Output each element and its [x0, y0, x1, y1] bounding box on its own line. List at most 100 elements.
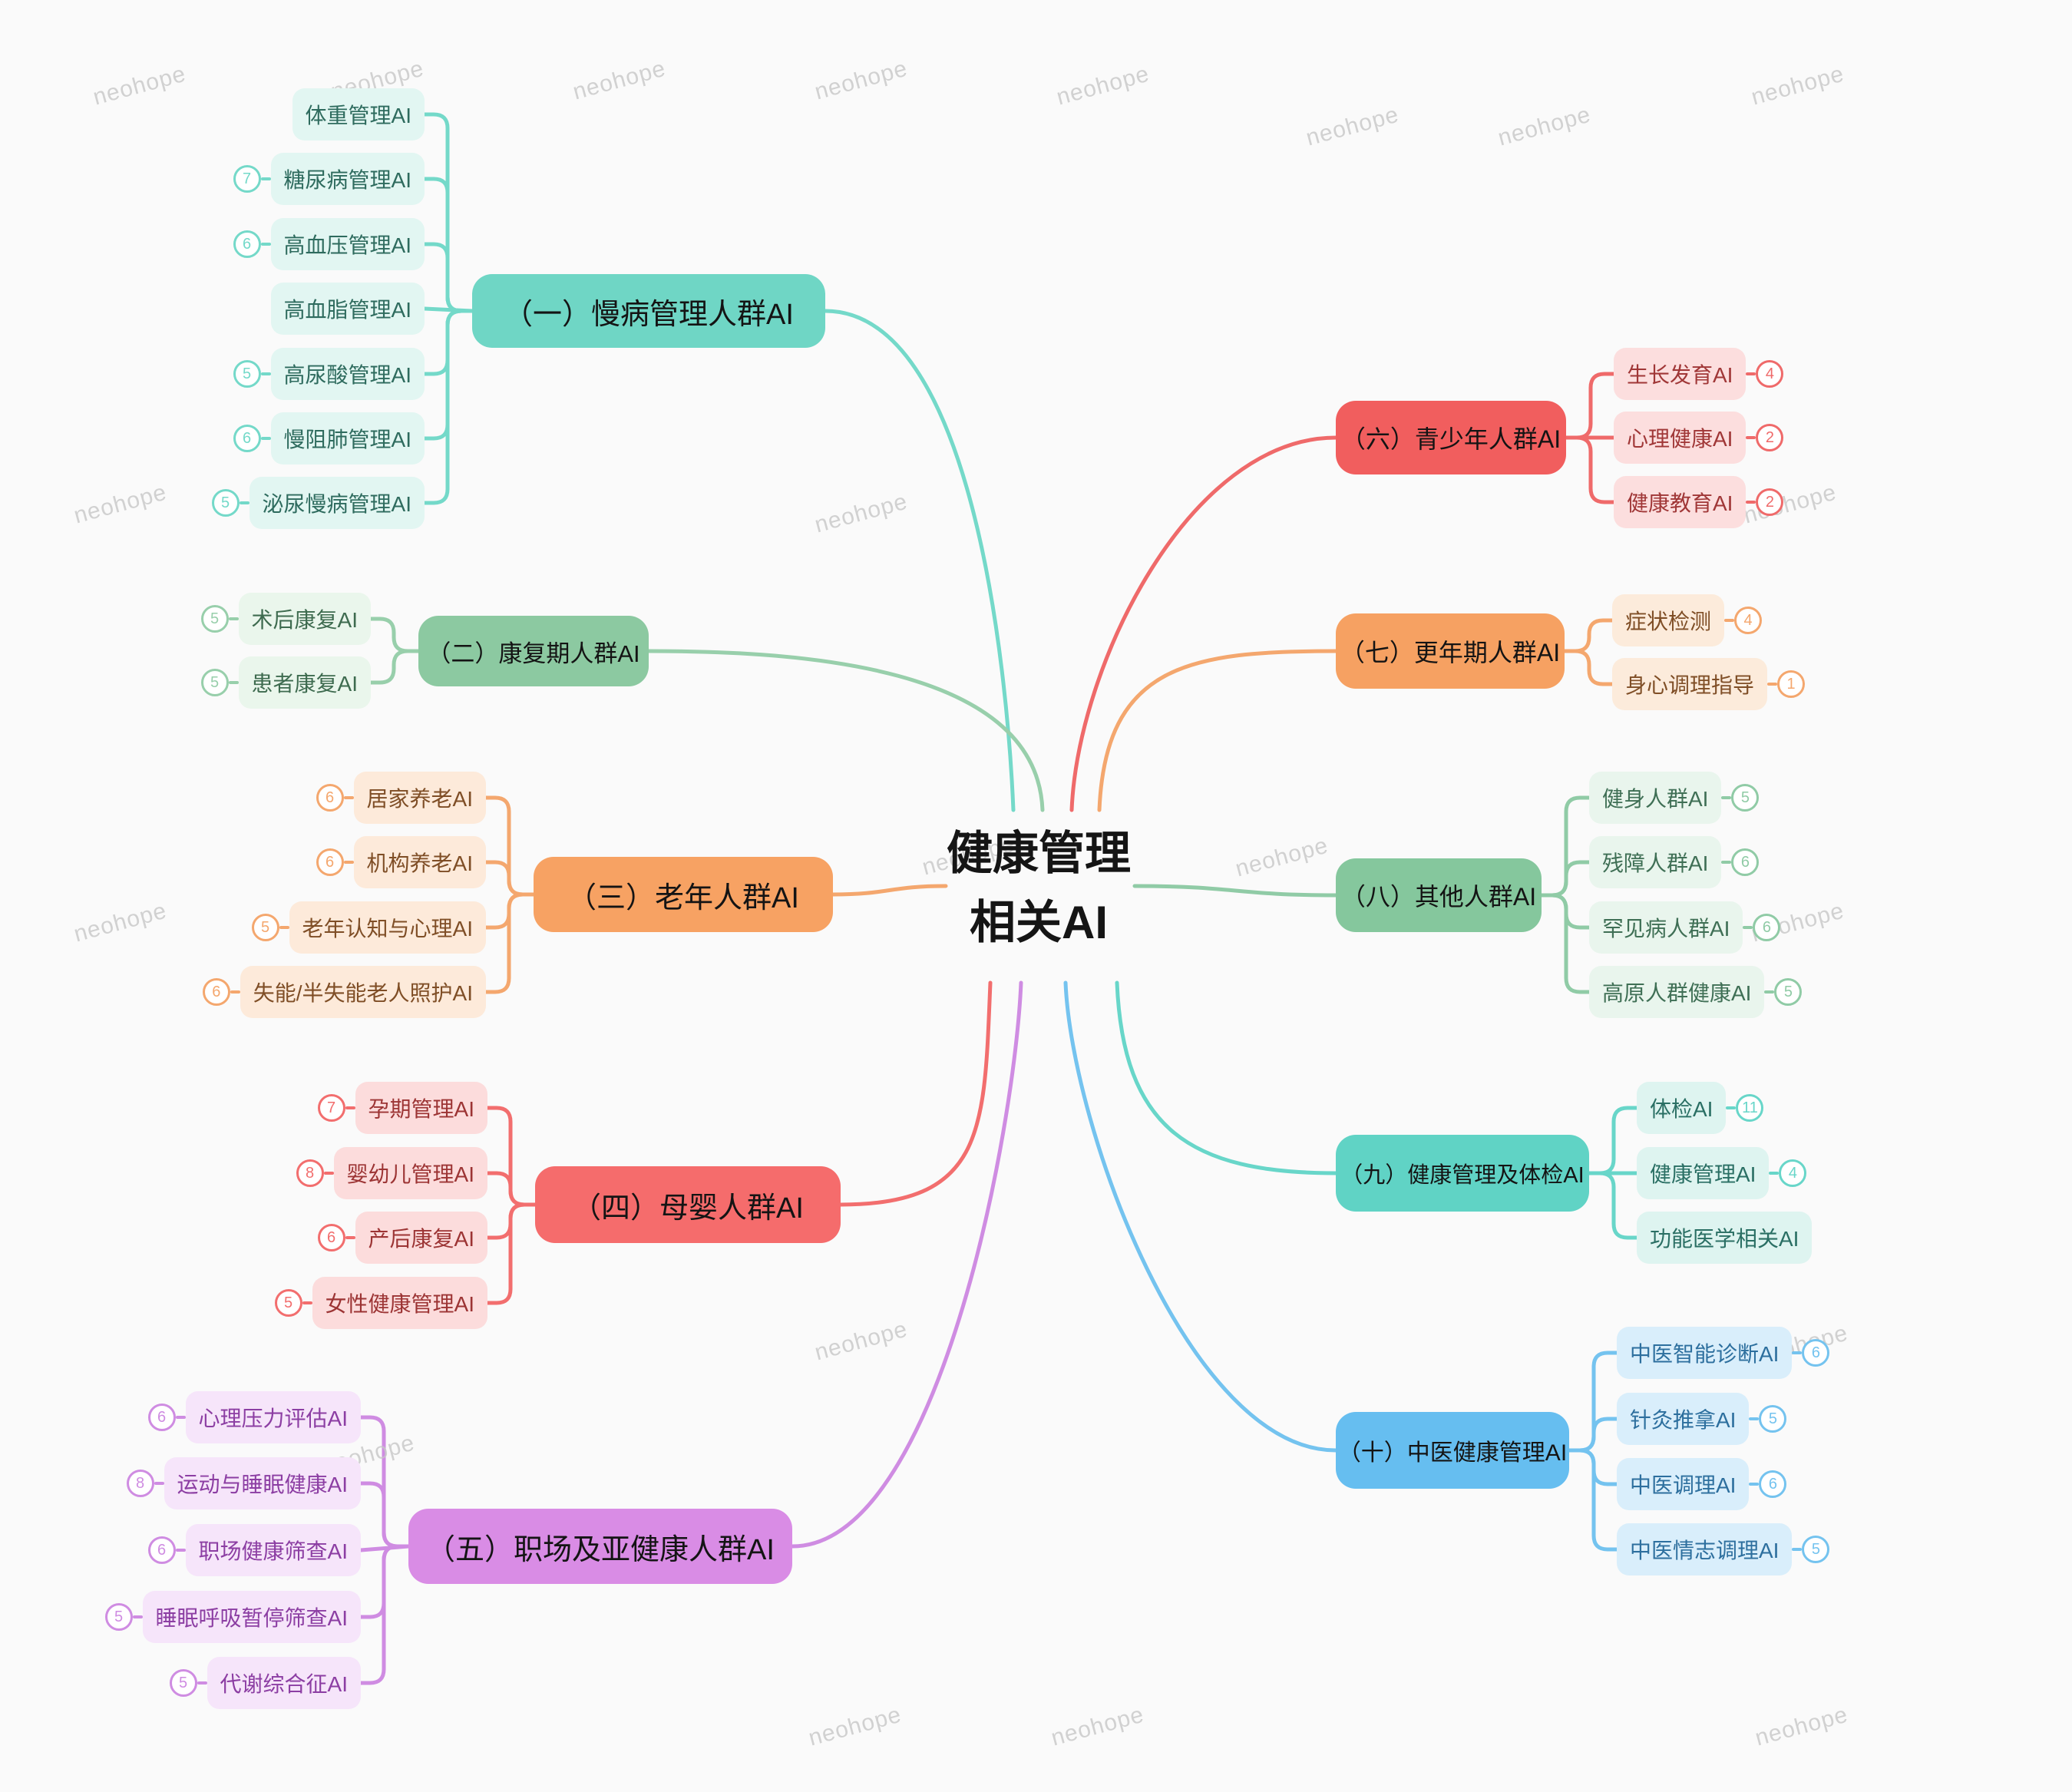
- count-badge[interactable]: 7: [317, 1094, 345, 1122]
- count-badge[interactable]: 6: [202, 978, 230, 1006]
- subtopic-1-4-box[interactable]: 高血脂管理AI: [270, 283, 425, 335]
- count-badge[interactable]: 6: [1731, 848, 1760, 876]
- subtopic-6-1-box[interactable]: 生长发育AI: [1614, 348, 1746, 400]
- subtopic-8-1-box[interactable]: 健身人群AI: [1589, 772, 1722, 824]
- subtopic-3-2-box[interactable]: 机构养老AI: [353, 836, 486, 888]
- count-badge[interactable]: 5: [169, 1669, 197, 1697]
- subtopic-4-2: 8 婴幼儿管理AI: [296, 1147, 487, 1199]
- subtopic-8-4-box[interactable]: 高原人群健康AI: [1589, 966, 1765, 1018]
- subtopic-3-4-box[interactable]: 失能/半失能老人照护AI: [240, 966, 486, 1018]
- count-badge[interactable]: 5: [1774, 978, 1803, 1006]
- subtopic-10-1-box[interactable]: 中医智能诊断AI: [1617, 1327, 1793, 1379]
- main-topic-4[interactable]: （四）母婴人群AI: [535, 1166, 841, 1243]
- count-badge[interactable]: 6: [233, 425, 261, 452]
- subtopic-6-2-box[interactable]: 心理健康AI: [1614, 412, 1746, 464]
- subtopic-7-2-box[interactable]: 身心调理指导: [1612, 658, 1768, 710]
- subtopic-4-1-box[interactable]: 孕期管理AI: [355, 1082, 487, 1134]
- subtopic-label: 功能医学相关AI: [1650, 1227, 1799, 1251]
- count-badge[interactable]: 2: [1756, 488, 1784, 516]
- main-topic-10[interactable]: （十）中医健康管理AI: [1336, 1412, 1569, 1489]
- subtopic-6-3-box[interactable]: 健康教育AI: [1614, 476, 1746, 528]
- subtopic-3-3-box[interactable]: 老年认知与心理AI: [289, 901, 486, 954]
- count-badge[interactable]: 4: [1756, 360, 1784, 388]
- subtopic-10-3-box[interactable]: 中医调理AI: [1617, 1458, 1750, 1510]
- count-badge[interactable]: 5: [233, 360, 261, 388]
- count-badge[interactable]: 5: [251, 914, 279, 941]
- count-badge[interactable]: 6: [1753, 914, 1781, 941]
- subtopic-7-1-box[interactable]: 症状检测: [1612, 594, 1725, 646]
- subtopic-2-1-box[interactable]: 术后康复AI: [238, 593, 371, 645]
- subtopic-10-2-box[interactable]: 针灸推拿AI: [1617, 1393, 1750, 1445]
- subtopic-1-5-box[interactable]: 高尿酸管理AI: [270, 348, 425, 400]
- main-topic-7[interactable]: （七）更年期人群AI: [1336, 613, 1565, 689]
- main-topic-1-label: （一）慢病管理人群AI: [504, 298, 794, 331]
- main-topic-5[interactable]: （五）职场及亚健康人群AI: [408, 1509, 792, 1584]
- subtopic-5-1-box[interactable]: 心理压力评估AI: [185, 1391, 361, 1443]
- count-badge[interactable]: 4: [1779, 1159, 1807, 1187]
- subtopic-4-4-box[interactable]: 女性健康管理AI: [312, 1277, 487, 1329]
- subtopic-1-6-box[interactable]: 慢阻肺管理AI: [270, 412, 425, 465]
- main-topic-2[interactable]: （二）康复期人群AI: [418, 616, 649, 686]
- watermark: neohope: [1752, 1701, 1851, 1751]
- subtopic-1-7-box[interactable]: 泌尿慢病管理AI: [249, 477, 425, 529]
- count-badge[interactable]: 5: [211, 489, 240, 517]
- subtopic-9-2-box[interactable]: 健康管理AI: [1637, 1147, 1770, 1199]
- count-badge[interactable]: 6: [316, 848, 344, 876]
- subtopic-1-3-box[interactable]: 高血压管理AI: [270, 218, 425, 270]
- count-badge[interactable]: 6: [147, 1404, 176, 1431]
- badge-connector: [1749, 1483, 1760, 1486]
- count-badge[interactable]: 6: [317, 1224, 345, 1251]
- subtopic-5-3-box[interactable]: 职场健康筛查AI: [185, 1524, 361, 1576]
- count-badge[interactable]: 11: [1736, 1094, 1764, 1122]
- main-topic-8[interactable]: （八）其他人群AI: [1336, 858, 1542, 932]
- count-badge[interactable]: 6: [1802, 1339, 1830, 1367]
- subtopic-9-3-box[interactable]: 功能医学相关AI: [1637, 1212, 1813, 1264]
- main-topic-6[interactable]: （六）青少年人群AI: [1336, 401, 1566, 474]
- count-badge[interactable]: 4: [1734, 607, 1763, 634]
- subtopic-4-3: 6 产后康复AI: [317, 1212, 487, 1264]
- subtopic-4-2-box[interactable]: 婴幼儿管理AI: [333, 1147, 487, 1199]
- count-badge[interactable]: 6: [233, 230, 261, 258]
- central-topic[interactable]: 健康管理 相关AI: [947, 819, 1131, 957]
- count-badge[interactable]: 6: [147, 1536, 176, 1564]
- subtopic-3-1-box[interactable]: 居家养老AI: [353, 772, 486, 824]
- subtopic-label: 高血压管理AI: [283, 233, 411, 257]
- watermark: neohope: [1495, 101, 1594, 151]
- subtopic-2-2-box[interactable]: 患者康复AI: [238, 656, 371, 709]
- badge-connector: [1792, 1351, 1803, 1354]
- badge-connector: [175, 1416, 186, 1419]
- count-badge[interactable]: 8: [296, 1159, 324, 1187]
- main-topic-1[interactable]: （一）慢病管理人群AI: [472, 274, 825, 348]
- subtopic-8-3-box[interactable]: 罕见病人群AI: [1589, 901, 1743, 954]
- subtopic-4-3-box[interactable]: 产后康复AI: [355, 1212, 487, 1264]
- subtopic-5-5-box[interactable]: 代谢综合征AI: [207, 1657, 361, 1709]
- badge-connector: [323, 1172, 334, 1175]
- subtopic-1-1-box[interactable]: 体重管理AI: [292, 88, 425, 141]
- count-badge[interactable]: 5: [200, 669, 229, 696]
- badge-connector: [279, 926, 289, 929]
- count-badge[interactable]: 5: [1731, 784, 1760, 812]
- subtopic-label: 残障人群AI: [1602, 851, 1709, 875]
- count-badge[interactable]: 6: [1759, 1470, 1787, 1498]
- count-badge[interactable]: 5: [200, 605, 229, 633]
- badge-connector: [1764, 990, 1775, 994]
- count-badge[interactable]: 5: [1802, 1536, 1830, 1563]
- count-badge[interactable]: 7: [233, 165, 261, 193]
- count-badge[interactable]: 5: [104, 1603, 133, 1631]
- count-badge[interactable]: 5: [274, 1289, 302, 1317]
- subtopic-10-4: 中医情志调理AI 5: [1617, 1523, 1830, 1575]
- subtopic-8-4: 高原人群健康AI 5: [1589, 966, 1803, 1018]
- subtopic-10-4-box[interactable]: 中医情志调理AI: [1617, 1523, 1793, 1575]
- main-topic-9[interactable]: （九）健康管理及体检AI: [1336, 1135, 1589, 1212]
- count-badge[interactable]: 6: [316, 784, 344, 812]
- main-topic-3[interactable]: （三）老年人群AI: [534, 857, 833, 932]
- subtopic-5-2-box[interactable]: 运动与睡眠健康AI: [164, 1457, 361, 1509]
- subtopic-9-1-box[interactable]: 体检AI: [1637, 1082, 1727, 1134]
- count-badge[interactable]: 2: [1756, 424, 1784, 451]
- count-badge[interactable]: 5: [1759, 1405, 1787, 1433]
- count-badge[interactable]: 1: [1777, 670, 1806, 698]
- subtopic-5-4-box[interactable]: 睡眠呼吸暂停筛查AI: [142, 1591, 361, 1643]
- count-badge[interactable]: 8: [126, 1470, 154, 1497]
- subtopic-8-2-box[interactable]: 残障人群AI: [1589, 836, 1722, 888]
- subtopic-1-2-box[interactable]: 糖尿病管理AI: [270, 153, 425, 205]
